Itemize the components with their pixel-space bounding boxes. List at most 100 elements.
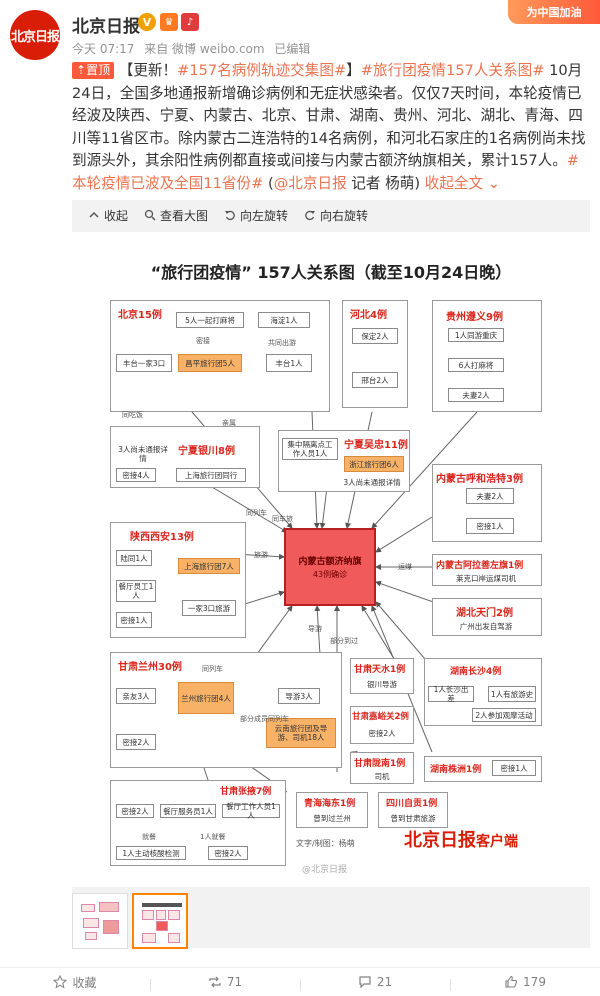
diagram-box: 密接2人 xyxy=(116,734,156,750)
post-meta: 今天 07:17 来自 微博 weibo.com 已编辑 xyxy=(72,40,316,57)
diagram-box: 邢台2人 xyxy=(352,372,398,388)
view-large-image-button[interactable]: 查看大图 xyxy=(144,207,208,224)
edge-label: 共同出游 xyxy=(268,339,296,347)
hashtag-link[interactable]: #157名病例轨迹交集图# xyxy=(177,62,347,79)
thumbnail-2[interactable] xyxy=(132,893,188,949)
star-icon xyxy=(53,975,68,989)
rotate-left-button[interactable]: 向左旋转 xyxy=(224,207,288,224)
post-actions: 收藏 71 21 179 xyxy=(0,967,600,996)
edge-label: 同车旅 xyxy=(272,515,293,523)
diagram-box: 1人同游重庆 xyxy=(448,328,504,342)
pinned-badge: ⇡置顶 xyxy=(72,62,115,79)
group-label: 宁夏银川8例 xyxy=(178,446,235,457)
medal-badge-icon: ♪ xyxy=(181,13,199,31)
chevron-up-icon: ⌄ xyxy=(487,174,500,192)
diagram-box: 丰台一家3口 xyxy=(116,354,172,372)
comment-button[interactable]: 21 xyxy=(300,975,450,991)
edge-label: 就餐 xyxy=(142,833,156,841)
diagram-box: 保定2人 xyxy=(352,328,398,344)
diagram-credit: 文字/制图：杨萌 xyxy=(296,839,355,848)
diagram-box: 餐厅服务员1人 xyxy=(160,804,216,818)
group-label: 甘肃天水1例 xyxy=(354,665,406,675)
edge-label: 亲属 xyxy=(222,419,236,427)
like-button[interactable]: 179 xyxy=(450,975,600,991)
image-thumbnails xyxy=(72,893,192,949)
group-label: 宁夏吴忠11例 xyxy=(344,440,408,451)
edge-label: 运煤 xyxy=(398,563,412,571)
group-label: 甘肃兰州30例 xyxy=(118,662,182,673)
mention-link[interactable]: @北京日报 xyxy=(273,174,347,192)
group-label: 湖南长沙4例 xyxy=(450,667,502,677)
group-label: 甘肃嘉峪关2例 xyxy=(352,712,409,722)
diagram-box: 密接4人 xyxy=(116,468,156,482)
group-label: 青海海东1例 xyxy=(304,799,356,809)
diagram-box: 曾到甘肃旅游 xyxy=(384,812,442,824)
diagram-box: 餐厅工作人员1人 xyxy=(222,802,280,820)
member-badge-icon: ♛ xyxy=(160,13,178,31)
collapse-image-button[interactable]: 收起 xyxy=(88,207,128,224)
thumbnail-preview xyxy=(140,901,184,945)
diagram-box: 云南旅行团及导游、司机18人 xyxy=(266,718,336,748)
diagram-box: 密接1人 xyxy=(466,518,514,534)
post-image[interactable]: “旅行团疫情” 157人关系图（截至10月24日晚） 北京15例 5人一起打麻将… xyxy=(72,232,590,887)
group-label: 河北4例 xyxy=(350,310,387,321)
group-label: 四川自贡1例 xyxy=(386,799,438,809)
verified-badge-icon: V xyxy=(138,13,156,31)
diagram-box: 5人一起打麻将 xyxy=(176,312,244,328)
post-text: ⇡置顶 【更新！#157名病例轨迹交集图#】#旅行团疫情157人关系图# 10月… xyxy=(72,62,586,192)
diagram-box: 丰台1人 xyxy=(266,354,312,372)
edge-label: 同列车 xyxy=(202,665,223,673)
repost-button[interactable]: 71 xyxy=(150,975,300,991)
diagram-box: 广州出发自驾游 xyxy=(448,620,524,632)
edited-label[interactable]: 已编辑 xyxy=(274,42,311,56)
diagram-box: 上海旅行团7人 xyxy=(178,558,240,574)
thumbnail-1[interactable] xyxy=(72,893,128,949)
diagram-box: 陆同1人 xyxy=(116,550,152,566)
rotate-right-icon xyxy=(305,210,316,221)
diagram-box: 6人打麻将 xyxy=(448,358,504,372)
edge-label: 同列车 xyxy=(246,509,267,517)
image-watermark: @北京日报 xyxy=(302,865,348,875)
thumbnail-preview xyxy=(79,900,123,944)
diagram-box: 夫妻2人 xyxy=(448,388,504,402)
group-label: 湖南株洲1例 xyxy=(430,765,482,775)
diagram-box: 密接2人 xyxy=(358,726,406,740)
diagram-box: 亲友3人 xyxy=(116,688,156,704)
rotate-right-button[interactable]: 向右旋转 xyxy=(304,207,368,224)
group-label: 内蒙古阿拉善左旗1例 xyxy=(436,561,524,571)
thumbs-up-icon xyxy=(505,975,518,988)
diagram-box: 海淀1人 xyxy=(258,312,310,328)
brand-logo: 北京日报客户端 xyxy=(404,830,518,851)
diagram-box: 密接2人 xyxy=(208,846,248,860)
collapse-text-link[interactable]: 收起全文 ⌄ xyxy=(424,174,500,192)
avatar[interactable]: 北京日报 xyxy=(10,10,60,60)
favorite-button[interactable]: 收藏 xyxy=(0,974,150,991)
group-label: 北京15例 xyxy=(118,310,162,321)
group-label: 内蒙古呼和浩特3例 xyxy=(436,474,523,485)
edge-label: 1人就餐 xyxy=(200,833,226,841)
group-label: 甘肃陇南1例 xyxy=(354,759,406,769)
diagram-box: 3人尚未通报详情 xyxy=(336,476,408,488)
relationship-diagram: “旅行团疫情” 157人关系图（截至10月24日晚） 北京15例 5人一起打麻将… xyxy=(72,232,590,887)
repost-icon xyxy=(209,976,221,988)
diagram-box: 密接1人 xyxy=(492,760,536,776)
diagram-box: 3人尚未通报详情 xyxy=(114,445,172,463)
diagram-box: 浙江旅行团6人 xyxy=(344,456,404,472)
diagram-box: 司机 xyxy=(358,770,406,782)
diagram-box: 曾到过兰州 xyxy=(304,812,360,824)
username[interactable]: 北京日报 xyxy=(72,17,140,37)
post-source: 来自 微博 weibo.com xyxy=(144,42,265,56)
group-hebei xyxy=(342,300,408,408)
group-label: 甘肃张掖7例 xyxy=(220,787,272,797)
diagram-box: 2人参加观摩活动 xyxy=(472,708,536,722)
pin-icon: ⇡ xyxy=(76,63,87,77)
campaign-banner[interactable]: 为中国加油 xyxy=(508,0,600,24)
hashtag-link[interactable]: #本轮疫情已波及全国11省份# xyxy=(72,152,580,192)
media-toolbar: 收起 查看大图 向左旋转 向右旋转 xyxy=(72,200,590,230)
group-label: 陕西西安13例 xyxy=(130,532,194,543)
post-time[interactable]: 今天 07:17 xyxy=(72,42,135,56)
diagram-box: 兰州旅行团4人 xyxy=(178,682,234,714)
diagram-box: 集中隔离点工作人员1人 xyxy=(282,438,338,460)
edge-label: 密接 xyxy=(196,337,210,345)
hashtag-link[interactable]: #旅行团疫情157人关系图# xyxy=(360,62,545,79)
